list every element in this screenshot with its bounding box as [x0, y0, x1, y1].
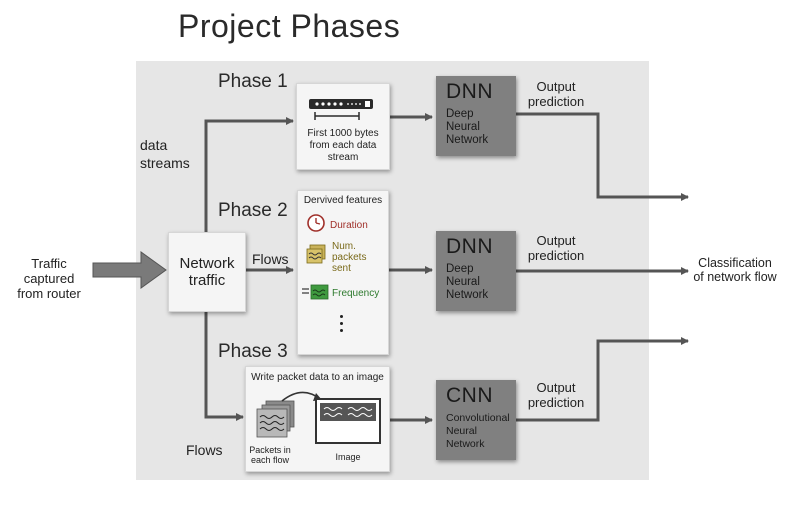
model-1-abbr: DNN — [446, 80, 493, 103]
flows-bottom-label: Flows — [186, 442, 223, 458]
feature-frequency: Frequency — [332, 288, 380, 299]
phase-1-box: First 1000 bytes from each data stream — [296, 83, 390, 170]
model-2-abbr: DNN — [446, 235, 493, 258]
more-features-ellipsis — [340, 315, 344, 332]
phase-2-label: Phase 2 — [218, 200, 288, 221]
model-3-abbr: CNN — [446, 384, 493, 407]
cnn-box: CNN Convolutional Neural Network — [436, 380, 516, 460]
phase-3-label: Phase 3 — [218, 341, 288, 362]
model-2-name: Deep Neural Network — [446, 263, 489, 301]
phase-3-box: Write packet data to an image Packets in… — [245, 366, 390, 472]
page-title: Project Phases — [178, 8, 401, 44]
phase-3-title: Write packet data to an image — [251, 372, 384, 383]
branch-top — [204, 117, 294, 232]
dnn-box-2: DNN Deep Neural Network — [436, 231, 516, 311]
feature-duration: Duration — [330, 220, 368, 231]
data-streams-label: data streams — [140, 137, 190, 171]
packets-label: Packets in each flow — [249, 445, 291, 465]
phase-2-title: Dervived features — [303, 195, 383, 206]
output-prediction-1: Output prediction — [527, 79, 585, 109]
input-label: Traffic captured from router — [17, 256, 81, 301]
branch-bottom — [204, 312, 244, 421]
network-traffic-box: Network traffic — [168, 232, 246, 312]
phase-1-text: First 1000 bytes from each data stream — [307, 128, 379, 163]
output-prediction-2: Output prediction — [527, 233, 585, 263]
flows-middle-label: Flows — [252, 251, 289, 267]
packets-icon — [306, 244, 326, 264]
feature-packets: Num. packets sent — [332, 241, 367, 274]
image-label: Image — [335, 452, 361, 462]
out-3 — [516, 337, 689, 422]
final-output-label: Classification of network flow — [693, 256, 777, 284]
packets-to-image-icon — [256, 391, 381, 444]
byte-stream-icon — [309, 99, 373, 120]
clock-icon — [307, 214, 325, 232]
output-prediction-3: Output prediction — [527, 380, 585, 410]
frequency-icon — [302, 284, 329, 300]
phase-2-box: Dervived features Duration Num. packets … — [297, 190, 389, 355]
phase-1-label: Phase 1 — [218, 71, 288, 92]
input-arrow — [92, 251, 167, 289]
model-3-name: Convolutional Neural Network — [446, 412, 510, 450]
out-1 — [516, 112, 689, 201]
model-1-name: Deep Neural Network — [446, 108, 489, 146]
dnn-box-1: DNN Deep Neural Network — [436, 76, 516, 156]
